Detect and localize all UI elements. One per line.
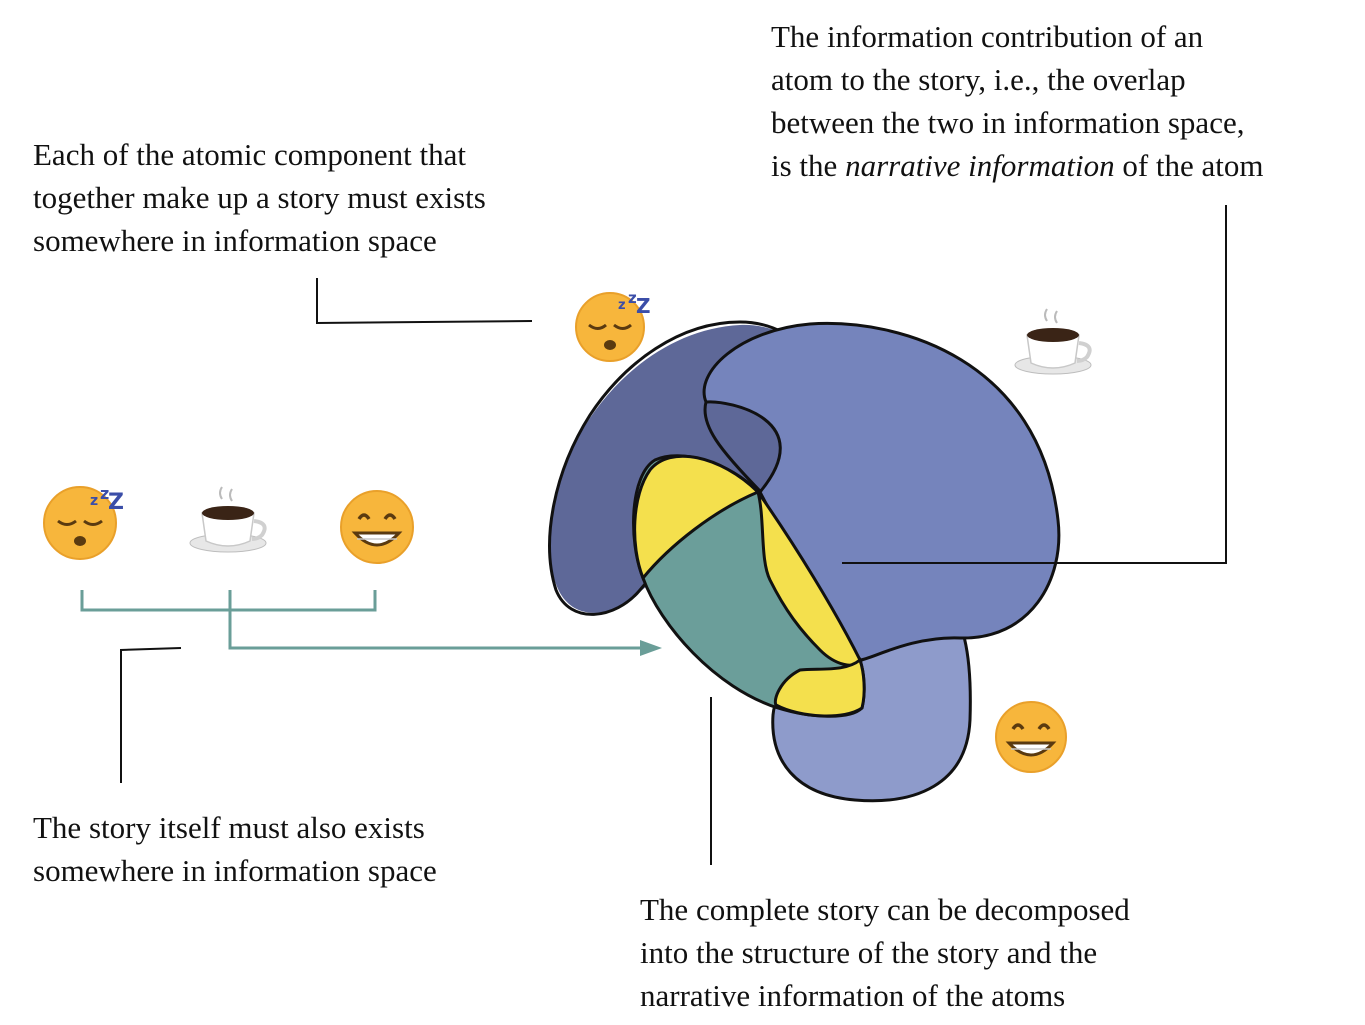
sleepy-face-icon: z z Z [43,484,124,560]
callout-story-in-space [120,647,182,783]
svg-text:z: z [90,493,98,509]
grinning-face-icon [995,701,1067,773]
coffee-cup-icon [1014,308,1092,375]
caption-line: is the narrative information of the atom [771,144,1264,187]
caption-line: Each of the atomic component that [33,137,466,172]
caption-decomposition: The complete story can be decomposed int… [640,888,1130,1017]
callout-narrative-information [842,205,1227,564]
caption-text: of the atom [1114,148,1264,183]
caption-line: atom to the story, i.e., the overlap [771,62,1186,97]
caption-line: somewhere in information space [33,853,437,888]
svg-text:Z: Z [108,490,124,515]
caption-story-in-space: The story itself must also exists somewh… [33,806,437,892]
narrative-information-term: narrative information [845,148,1115,183]
caption-line: The information contribution of an [771,19,1204,54]
caption-text: is the [771,148,846,183]
caption-line: narrative information of the atoms [640,978,1066,1013]
grinning-face-icon [340,490,414,564]
sleepy-face-icon: z z Z [575,289,651,362]
caption-line: The complete story can be decomposed [640,892,1130,927]
caption-line: somewhere in information space [33,223,437,258]
svg-text:Z: Z [636,294,651,318]
coffee-cup-icon [189,486,267,553]
caption-line: between the two in information space, [771,105,1245,140]
callout-atoms-in-space [316,278,533,325]
caption-atoms-in-space: Each of the atomic component that togeth… [33,133,486,262]
story-arrow-head [640,640,662,656]
story-arrow-line [228,590,648,650]
svg-text:z: z [628,289,637,307]
caption-line: together make up a story must exists [33,180,486,215]
caption-line: The story itself must also exists [33,810,425,845]
svg-text:z: z [100,484,109,503]
caption-line: into the structure of the story and the [640,935,1098,970]
caption-narrative-information: The information contribution of an atom … [771,15,1264,187]
overlap-grin-story [773,657,866,718]
overlap-sleepy-story [633,454,761,581]
overlap-coffee-story [756,491,862,667]
svg-text:z: z [618,298,626,313]
